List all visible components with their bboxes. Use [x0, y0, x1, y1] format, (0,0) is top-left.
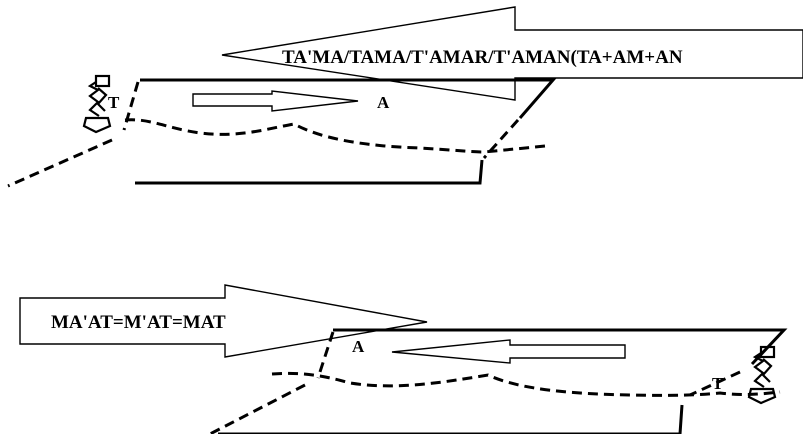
- bottom-left-label: A: [352, 337, 365, 356]
- top-left-label: T: [108, 93, 120, 112]
- bottom-right-label: T: [712, 374, 724, 393]
- top-plane-dashed-right: [482, 118, 520, 160]
- top-plane-solid-bottom: [135, 159, 484, 185]
- bottom-figure-glyph: [747, 345, 777, 405]
- top-center-label: A: [377, 93, 390, 112]
- bottom-banner-arrow: [19, 284, 428, 358]
- bottom-plane-solid-bottom: [218, 404, 684, 436]
- top-figure-glyph: [82, 74, 112, 134]
- bottom-small-arrow: [391, 339, 626, 364]
- top-small-arrow: [192, 90, 359, 112]
- bottom-ground-line: [271, 371, 781, 397]
- top-plane-dashed-left: [7, 81, 140, 188]
- bottom-plane-dashed-left: [209, 331, 335, 436]
- top-ground-line: [124, 118, 546, 154]
- bottom-banner-text: MA'AT=M'AT=MAT: [51, 312, 226, 333]
- top-banner-arrow: [221, 6, 803, 101]
- bottom-panel: MA'AT=M'AT=MAT A T: [19, 284, 788, 436]
- top-plane-solid: [140, 78, 557, 119]
- bottom-plane-dashed-right: [689, 370, 741, 397]
- top-panel: TA'MA/TAMA/T'AMAR/T'AMAN(TA+AM+AN A T: [7, 6, 803, 188]
- bottom-plane-solid: [333, 328, 788, 366]
- top-banner-text: TA'MA/TAMA/T'AMAR/T'AMAN(TA+AM+AN: [282, 47, 683, 68]
